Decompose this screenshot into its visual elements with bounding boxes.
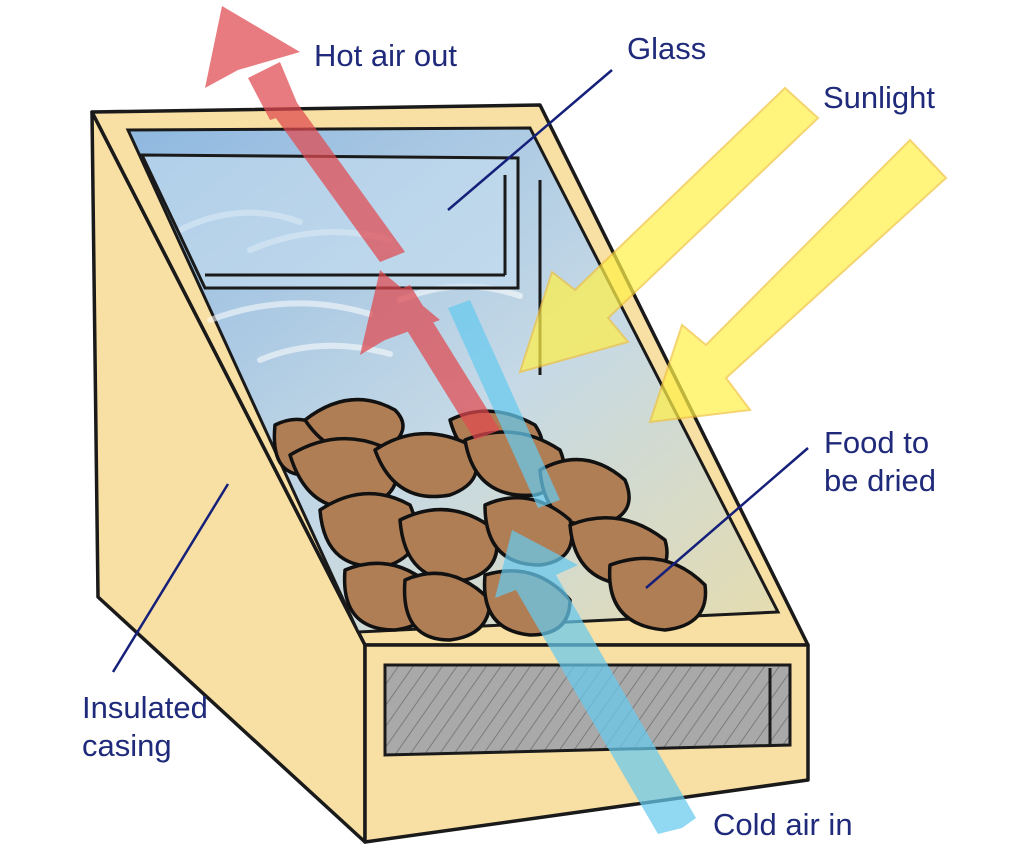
- sunlight-arrows: [518, 86, 948, 424]
- down-left-arrow-icon: [518, 86, 820, 374]
- food-leader: [645, 447, 809, 589]
- hot-air-arrowhead: [205, 6, 300, 88]
- insulated-leader: [111, 483, 230, 673]
- label-hot-air-out: Hot air out: [314, 38, 458, 73]
- inner-tray-frame: [139, 153, 520, 290]
- down-left-arrow-icon: [648, 138, 948, 424]
- label-insulated-casing: Insulated casing: [82, 690, 208, 763]
- hot-air-arrow: [205, 6, 500, 440]
- glass-leader: [447, 69, 613, 211]
- cold-air-arrow: [448, 300, 696, 834]
- label-food-to-be-dried: Food to be dried: [824, 425, 937, 498]
- label-cold-air-in: Cold air in: [713, 807, 853, 842]
- label-sunlight: Sunlight: [823, 80, 936, 115]
- up-left-arrow-icon: [495, 530, 696, 834]
- label-glass: Glass: [627, 31, 707, 66]
- leader-lines: [111, 69, 809, 673]
